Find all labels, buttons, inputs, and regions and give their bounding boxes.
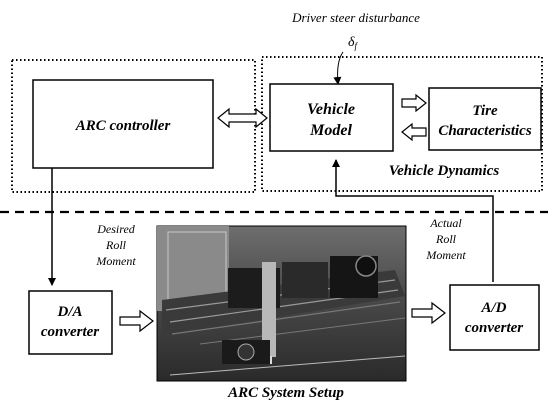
actual-label-line3: Moment	[425, 248, 466, 262]
arc-controller-label: ARC controller	[75, 118, 171, 134]
ad-label-line1: A/D	[480, 300, 506, 316]
setup-caption: ARC System Setup	[227, 385, 344, 401]
vehicle-model-label-line1: Vehicle	[307, 101, 355, 118]
da-label-line1: D/A	[56, 304, 82, 320]
desired-label-line3: Moment	[95, 254, 136, 268]
tire-label-line1: Tire	[472, 103, 498, 119]
desired-label-line1: Desired	[96, 222, 136, 236]
da-label-line2: converter	[41, 324, 99, 340]
tire-characteristics-box	[429, 88, 541, 150]
tire-label-line2: Characteristics	[438, 123, 532, 139]
arc-system-setup-photo	[157, 226, 406, 381]
ad-converter-box	[450, 285, 539, 350]
da-to-setup-arrow	[120, 311, 153, 331]
vehicle-model-label-line2: Model	[309, 122, 352, 139]
tire-to-vehicle-arrow	[402, 124, 426, 140]
actual-label-line1: Actual	[429, 216, 462, 230]
delta-f-symbol: δf	[348, 35, 359, 51]
da-converter-box	[29, 291, 112, 354]
desired-label-line2: Roll	[105, 238, 127, 252]
setup-to-ad-arrow	[412, 303, 445, 323]
controller-vehicle-bidirectional-arrow	[218, 109, 267, 127]
actual-label-line2: Roll	[435, 232, 457, 246]
vehicle-to-tire-arrow	[402, 95, 426, 111]
disturbance-label: Driver steer disturbance	[291, 10, 420, 25]
ad-label-line2: converter	[465, 320, 523, 336]
vehicle-dynamics-label: Vehicle Dynamics	[389, 163, 500, 179]
